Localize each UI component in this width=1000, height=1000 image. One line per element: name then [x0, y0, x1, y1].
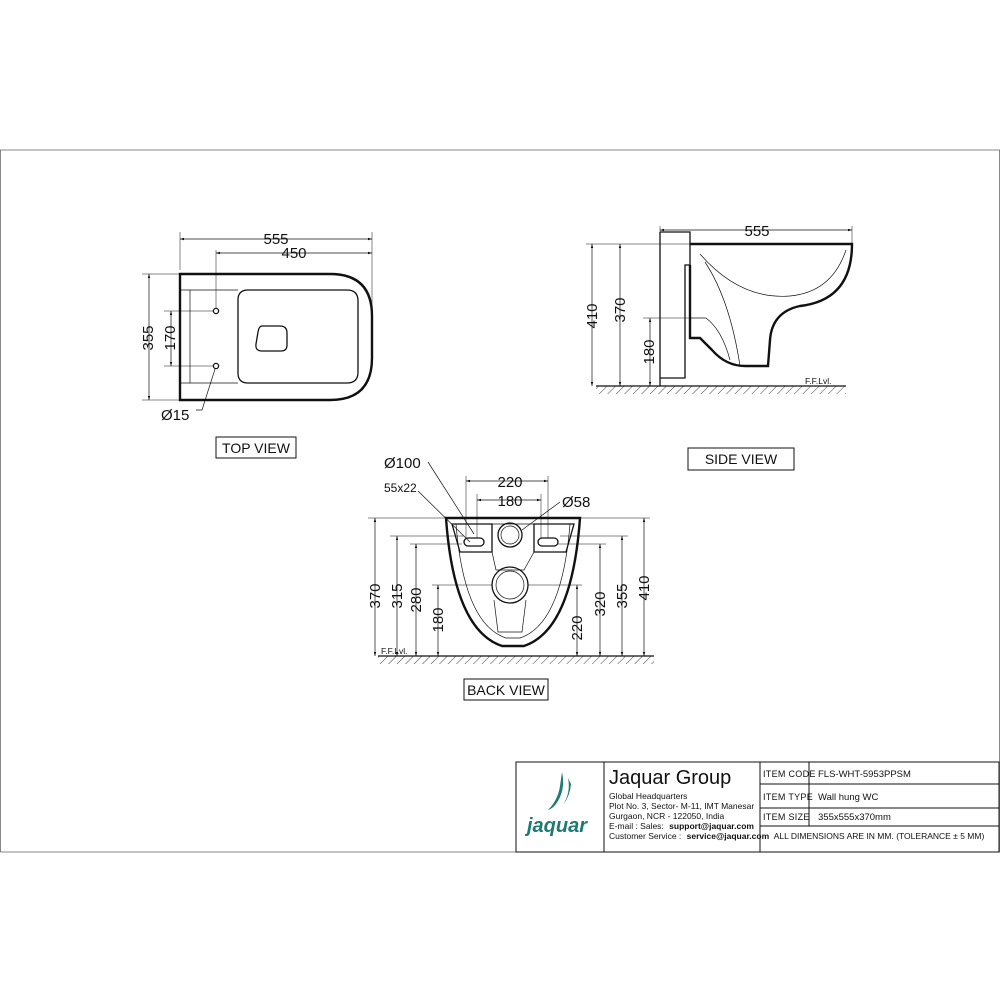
top-view-bolt-hole-upper — [212, 307, 220, 315]
back-view: F.F.Lvl. 220 180 Ø100 55x22 Ø58 370 — [367, 455, 654, 701]
top-view-label-box — [215, 436, 297, 459]
back-dim-315: 315 — [389, 583, 406, 608]
back-dim-outlet-dia: Ø100 — [384, 455, 421, 472]
hq-label: Global Headquarters — [609, 791, 687, 801]
back-view-inlet — [497, 522, 523, 548]
back-view-slot-left — [463, 537, 485, 547]
email-line: E-mail : Sales: support@jaquar.com — [609, 821, 754, 831]
top-view-seat — [237, 289, 359, 384]
back-dim-370: 370 — [367, 583, 384, 608]
top-view-bowl-opening — [255, 325, 288, 352]
item-type-value: Wall hung WC — [818, 792, 878, 803]
company-name: Jaquar Group — [609, 767, 731, 789]
back-dim-355: 355 — [614, 583, 631, 608]
item-type-key: ITEM TYPE — [763, 792, 813, 802]
jaquar-logo-mark — [548, 772, 571, 810]
item-size-value: 355x555x370mm — [818, 812, 891, 823]
back-dim-280: 280 — [408, 587, 425, 612]
service-prefix: Customer Service : — [609, 831, 681, 841]
dimensions-note: ALL DIMENSIONS ARE IN MM. (TOLERANCE ± 5… — [774, 831, 985, 841]
back-dim-180-left: 180 — [430, 607, 447, 632]
top-view-outline — [178, 272, 374, 402]
side-view-label: SIDE VIEW — [705, 451, 778, 467]
back-view-floor-label: F.F.Lvl. — [381, 646, 407, 656]
jaquar-logo-text: jaquar — [524, 815, 588, 837]
service-line: Customer Service : service@jaquar.com — [609, 831, 770, 841]
top-view-bolt-hole-lower — [212, 362, 220, 370]
top-view: 555 450 355 170 Ø15 TOP VIEW — [140, 231, 374, 459]
top-dim-355: 355 — [140, 325, 157, 350]
top-dim-555: 555 — [263, 231, 288, 248]
side-dim-180: 180 — [641, 339, 658, 364]
back-view-label-box — [463, 678, 549, 701]
back-dim-410: 410 — [636, 575, 653, 600]
address-line-1: Plot No. 3, Sector- M-11, IMT Manesar — [609, 801, 754, 811]
email-prefix: E-mail : Sales: — [609, 821, 664, 831]
top-view-label: TOP VIEW — [222, 440, 291, 456]
back-view-upper-bracket-right — [533, 523, 575, 553]
side-view-body — [688, 242, 854, 368]
back-dim-220-top: 220 — [497, 474, 522, 491]
side-dim-410: 410 — [584, 303, 601, 328]
back-view-body — [444, 516, 582, 648]
back-view-slot-right — [537, 537, 559, 547]
side-view-bowl-interior — [699, 249, 847, 297]
title-block-frame — [515, 761, 1000, 853]
item-size-key: ITEM SIZE — [763, 812, 810, 822]
back-dim-220-right: 220 — [569, 615, 586, 640]
service-email[interactable]: service@jaquar.com — [687, 831, 770, 841]
side-dim-555: 555 — [744, 223, 769, 240]
top-dim-bolt-hole: Ø15 — [161, 407, 189, 424]
item-code-key: ITEM CODE — [763, 769, 816, 779]
side-view-carrier — [660, 231, 691, 379]
side-view-label-box — [687, 447, 795, 471]
side-dim-370: 370 — [612, 297, 629, 322]
back-dim-180-top: 180 — [497, 493, 522, 510]
title-block: jaquar Jaquar Group Global Headquarters … — [515, 761, 1000, 853]
back-view-label: BACK VIEW — [467, 682, 546, 698]
address-line-2: Gurgaon, NCR - 122050, India — [609, 811, 725, 821]
back-view-outlet — [491, 566, 529, 604]
back-dim-320: 320 — [592, 591, 609, 616]
back-view-floor-hatch — [378, 656, 654, 664]
top-dim-450: 450 — [281, 245, 306, 262]
side-view: F.F.Lvl. 555 410 370 180 SIDE VIEW — [584, 223, 854, 471]
top-dim-170: 170 — [162, 325, 179, 350]
back-dim-slot: 55x22 — [384, 481, 417, 495]
email-address[interactable]: support@jaquar.com — [669, 821, 754, 831]
side-view-floor-label: F.F.Lvl. — [805, 376, 831, 386]
item-code-value: FLS-WHT-5953PPSM — [818, 769, 911, 780]
side-view-floor-hatch — [596, 386, 846, 394]
back-dim-inlet-dia: Ø58 — [562, 494, 590, 511]
